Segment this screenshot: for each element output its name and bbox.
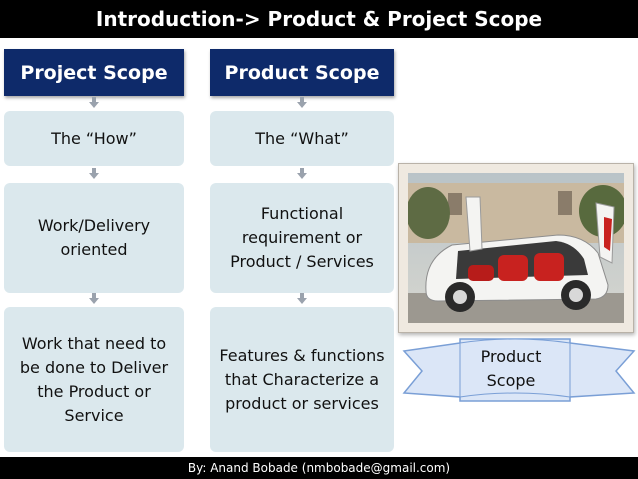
flow-arrow-icon <box>297 97 307 108</box>
project-scope-box-oriented-text: Work/Delivery oriented <box>37 216 151 259</box>
product-scope-box-features-text: Features & functions that Characterize a… <box>219 345 385 413</box>
slide-footer-credit: By: Anand Bobade (nmbobade@gmail.com) <box>187 461 451 475</box>
product-scope-banner <box>402 338 636 402</box>
product-scope-box-what: The “What” <box>210 111 394 166</box>
product-scope-header-label: Product Scope <box>224 61 380 84</box>
project-scope-box-work-text: Work that need to be done to Deliver the… <box>19 333 169 425</box>
product-scope-header: Product Scope <box>210 49 394 96</box>
flow-arrow-icon <box>89 293 99 304</box>
car-photo <box>408 173 624 323</box>
product-scope-banner-label: Product Scope <box>458 345 564 393</box>
car-photo-frame <box>398 163 634 333</box>
product-scope-box-functional: Functional requirement or Product / Serv… <box>210 183 394 293</box>
project-scope-box-work: Work that need to be done to Deliver the… <box>4 307 184 452</box>
product-scope-box-what-text: The “What” <box>255 128 349 148</box>
flow-arrow-icon <box>297 168 307 179</box>
project-scope-box-how: The “How” <box>4 111 184 166</box>
slide-title: Introduction-> Product & Project Scope <box>95 7 543 31</box>
flow-arrow-icon <box>297 293 307 304</box>
product-scope-box-features: Features & functions that Characterize a… <box>210 307 394 452</box>
slide-title-bar: Introduction-> Product & Project Scope <box>0 0 638 38</box>
product-scope-banner-text: Product Scope <box>480 347 542 390</box>
project-scope-box-oriented: Work/Delivery oriented <box>4 183 184 293</box>
project-scope-header: Project Scope <box>4 49 184 96</box>
project-scope-header-label: Project Scope <box>20 61 168 84</box>
flow-arrow-icon <box>89 97 99 108</box>
project-scope-box-how-text: The “How” <box>51 128 137 148</box>
slide-footer-bar: By: Anand Bobade (nmbobade@gmail.com) <box>0 457 638 479</box>
flow-arrow-icon <box>89 168 99 179</box>
product-scope-box-functional-text: Functional requirement or Product / Serv… <box>230 204 374 271</box>
